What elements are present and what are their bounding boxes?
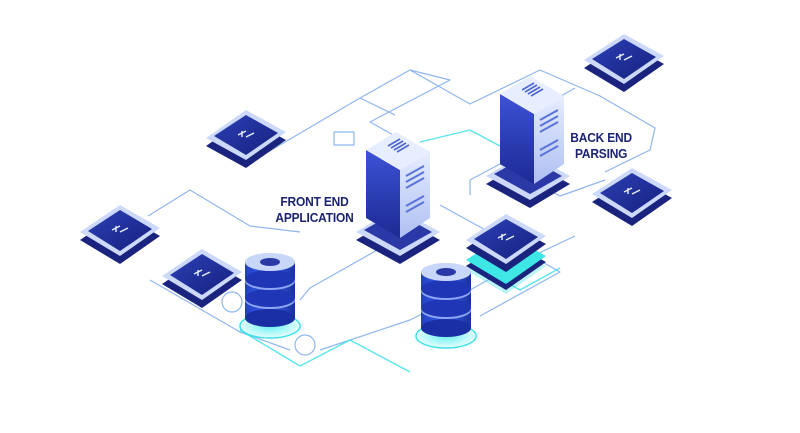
connector-left-tile <box>147 189 301 233</box>
network-tile-icon <box>111 225 129 233</box>
network-tile-icon <box>237 130 255 138</box>
database-right <box>410 263 482 350</box>
front-end-label-line1: FRONT END <box>280 194 349 209</box>
network-tile-stacked <box>466 214 546 294</box>
back-end-label-line2: PARSING <box>574 146 628 161</box>
glow-path-left <box>239 329 411 373</box>
glow-path-mid <box>419 129 501 147</box>
server-tower-icon <box>366 150 400 238</box>
connector-node-circle-left <box>221 291 243 313</box>
network-tile-top-left <box>206 110 286 168</box>
database-stack-icon <box>245 253 295 327</box>
connector-top-right <box>409 69 656 173</box>
network-tile-right <box>592 168 672 226</box>
database-left <box>234 253 306 340</box>
connector-top-loop <box>267 69 451 153</box>
network-tile-icon <box>193 269 211 277</box>
network-tile-icon <box>615 53 633 61</box>
connector-top-link <box>359 97 396 116</box>
database-stack-icon <box>421 263 471 337</box>
server-tower-icon <box>500 94 534 184</box>
back-end-label: BACK END PARSING <box>568 130 634 162</box>
back-end-server <box>486 76 570 208</box>
front-end-label: FRONT END APPLICATION <box>274 194 355 226</box>
connector-node-circle-bottom <box>294 334 316 356</box>
connector-front-down <box>299 239 396 301</box>
back-end-label-line1: BACK END <box>570 130 632 145</box>
front-end-label-line2: APPLICATION <box>275 210 354 225</box>
connector-node-box <box>333 131 355 146</box>
network-tile-icon <box>497 233 515 241</box>
front-end-server <box>356 132 440 264</box>
network-tile-left <box>80 205 160 264</box>
network-tile-top-right <box>584 34 664 92</box>
network-tile-icon <box>623 187 641 195</box>
network-tile-lower-left <box>162 249 242 308</box>
